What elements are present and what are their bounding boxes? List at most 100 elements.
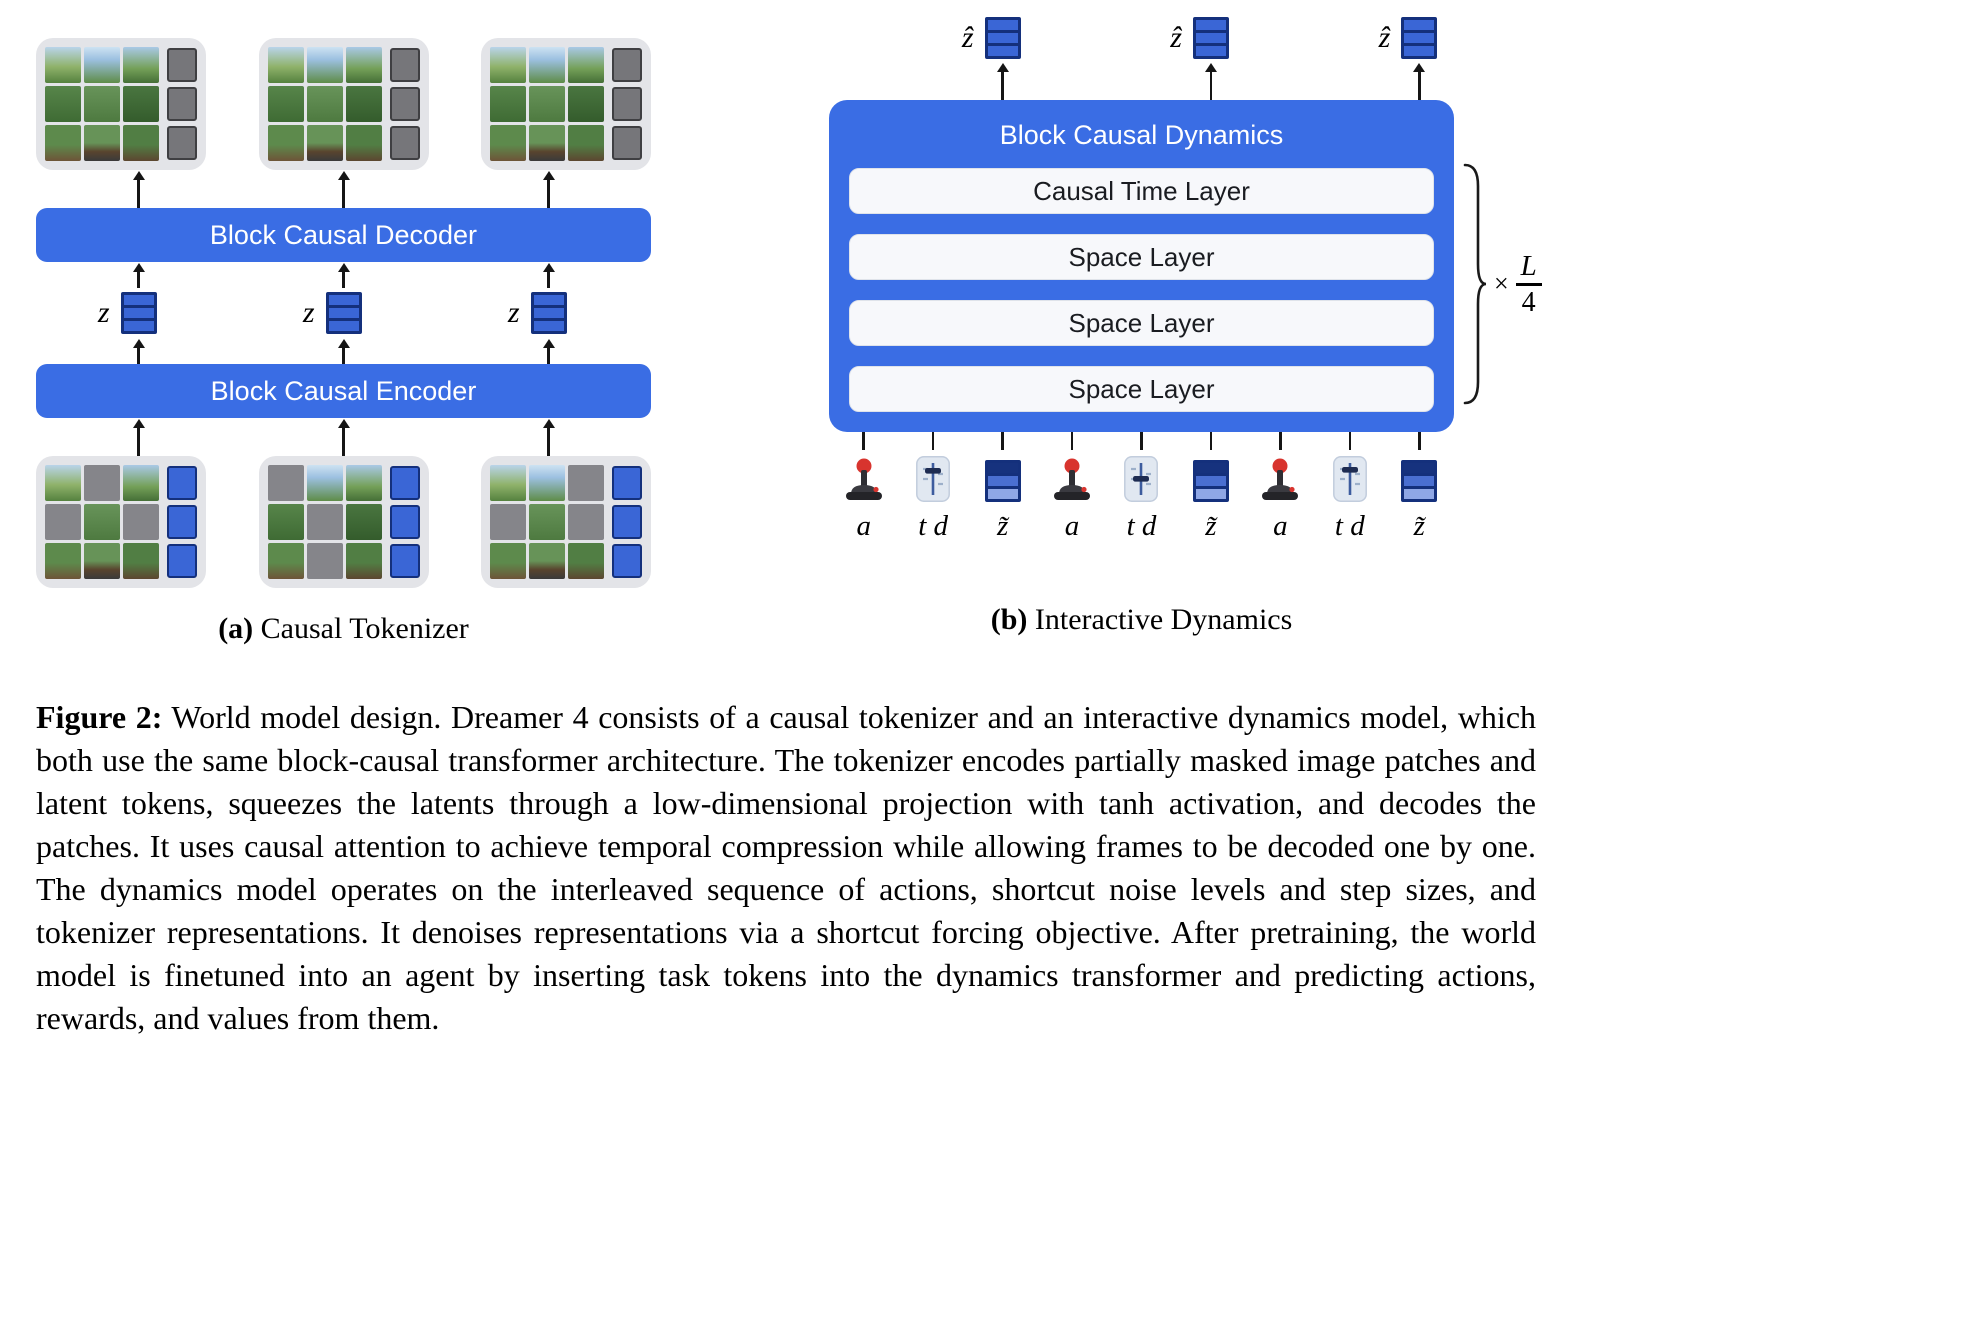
panel-a-caption: (a) Causal Tokenizer — [36, 612, 651, 646]
slider-icon — [1124, 456, 1159, 502]
token-cell — [120, 318, 157, 334]
latent-to-decoder-arrows — [36, 262, 651, 288]
token-stack — [530, 292, 567, 334]
image-patch — [267, 125, 304, 161]
connector-line — [1209, 432, 1213, 450]
token-cell — [167, 87, 197, 121]
figure-diagram: Block Causal Decoder z z z — [36, 14, 1962, 646]
decoded-frame-card — [481, 38, 651, 170]
latent-token: z — [508, 292, 567, 334]
token-stack — [120, 292, 157, 334]
image-patch — [529, 125, 565, 161]
image-patch — [45, 543, 81, 579]
noisy-token-stack — [1401, 460, 1438, 502]
space-layer: Space Layer — [849, 234, 1434, 280]
image-patch — [84, 504, 120, 540]
token-cell — [612, 87, 642, 121]
decoded-frames-row — [36, 38, 651, 170]
image-patch — [306, 465, 343, 501]
input-connector-row — [829, 432, 1454, 450]
space-layer: Space Layer — [849, 300, 1434, 346]
decoded-frame-card — [258, 38, 429, 170]
latent-label: z — [302, 296, 315, 329]
arrow-up-icon — [137, 428, 140, 456]
masked-frame-card — [481, 456, 651, 588]
image-patch — [45, 47, 81, 83]
latent-token-column — [389, 466, 420, 578]
block-causal-decoder-bar: Block Causal Decoder — [36, 208, 651, 262]
image-patch — [345, 86, 382, 122]
latent-slot-column — [389, 48, 420, 160]
image-patch — [529, 47, 565, 83]
panel-b-caption: (b) Interactive Dynamics — [829, 603, 1454, 637]
predicted-latent-token: ẑ — [962, 17, 1021, 59]
joystick-icon — [1049, 456, 1095, 502]
joystick-icon — [841, 456, 887, 502]
token-cell — [389, 544, 420, 578]
token-cell — [389, 48, 420, 82]
connector-line — [1348, 432, 1352, 450]
connector-line — [1418, 432, 1421, 450]
image-patch — [568, 125, 604, 161]
token-cell — [612, 544, 642, 578]
image-patch — [84, 125, 120, 161]
action-label: a — [1064, 510, 1080, 542]
token-cell — [389, 126, 420, 160]
noise-step-label: t d — [918, 510, 949, 542]
token-cell — [530, 318, 567, 334]
token-cell — [389, 87, 420, 121]
connector-line — [1279, 432, 1282, 450]
noisy-token-stack — [1192, 460, 1229, 502]
panel-a-title: Causal Tokenizer — [260, 612, 469, 645]
action-label: a — [1273, 510, 1288, 542]
space-layer: Space Layer — [849, 366, 1434, 412]
arrow-up-icon — [342, 180, 345, 208]
token-cell — [167, 126, 197, 160]
image-patch — [84, 86, 120, 122]
masked-frame-card — [258, 456, 429, 588]
arrow-up-icon — [547, 272, 550, 288]
connector-line — [862, 432, 865, 450]
latent-token-column — [167, 466, 197, 578]
predicted-latent-label: ẑ — [961, 21, 974, 54]
predicted-latent-token: ẑ — [1170, 17, 1229, 59]
token-cell — [612, 466, 642, 500]
slider-icon — [1332, 456, 1367, 502]
token-stack — [1401, 17, 1438, 59]
panel-causal-tokenizer: Block Causal Decoder z z z — [36, 14, 651, 646]
image-patch — [45, 86, 81, 122]
figure-caption-tag: Figure 2: — [36, 699, 163, 735]
repeat-brace: × L 4 — [1462, 162, 1542, 406]
decoder-output-arrows — [36, 170, 651, 208]
image-patch — [123, 47, 159, 83]
arrow-up-icon — [137, 348, 140, 364]
token-cell — [612, 505, 642, 539]
noisy-latent-label: z̃ — [996, 510, 1009, 542]
image-patch — [490, 47, 526, 83]
fraction-bar — [1515, 283, 1542, 286]
latent-token: z — [303, 292, 362, 334]
image-patch — [306, 125, 343, 161]
arrow-up-icon — [1001, 72, 1004, 100]
image-patch — [45, 125, 81, 161]
masked-patch — [568, 504, 604, 540]
token-stack — [1192, 17, 1229, 59]
image-patch — [123, 543, 159, 579]
masked-patch — [490, 504, 526, 540]
arrow-up-icon — [547, 348, 550, 364]
masked-patch — [45, 504, 81, 540]
masked-frame-card — [36, 456, 206, 588]
token-cell — [1401, 486, 1438, 502]
token-cell — [612, 48, 642, 82]
latent-token: z — [98, 292, 157, 334]
masked-patch — [267, 465, 304, 501]
image-patch — [267, 504, 304, 540]
noise-step-label: t d — [1126, 510, 1157, 542]
latent-token-row: z z z — [36, 288, 651, 338]
panel-b-title: Interactive Dynamics — [1034, 603, 1293, 636]
latent-slot-column — [167, 48, 197, 160]
figure-caption: Figure 2: World model design. Dreamer 4 … — [36, 696, 1536, 1040]
patch-grid — [45, 465, 159, 579]
token-cell — [167, 48, 197, 82]
token-stack — [984, 17, 1021, 59]
